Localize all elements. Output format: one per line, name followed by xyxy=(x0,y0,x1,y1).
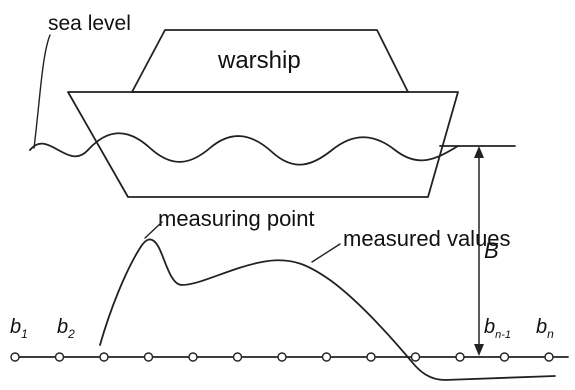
point-label-b2: b2 xyxy=(57,316,75,341)
measuring-point-marker xyxy=(54,352,65,362)
measuring-point-marker xyxy=(99,352,109,362)
measuring-point-marker xyxy=(232,352,243,362)
measuring-point-marker xyxy=(499,352,510,362)
measured-values-leader xyxy=(311,243,341,263)
measuring-point-marker xyxy=(410,352,421,362)
measured-value-curve xyxy=(99,238,556,381)
point-label-bn-1: bn-1 xyxy=(484,316,511,341)
measuring-point-marker xyxy=(10,352,20,362)
measuring-point-marker xyxy=(366,352,376,362)
sea-level-label: sea level xyxy=(48,12,131,35)
distance-arrowhead-bottom xyxy=(474,344,484,356)
measuring-point-marker xyxy=(277,352,287,362)
measured-values-label: measured values xyxy=(343,226,511,251)
sea-level-leader xyxy=(33,34,51,149)
measuring-point-leader xyxy=(144,221,163,239)
point-label-b1: b1 xyxy=(10,316,28,341)
distance-arrowhead-top xyxy=(474,146,484,158)
measuring-point-label: measuring point xyxy=(158,206,315,231)
measuring-point-marker xyxy=(188,352,198,362)
measuring-points xyxy=(10,352,554,362)
point-label-bn: bn xyxy=(536,316,554,341)
sea-level-wave xyxy=(29,132,459,166)
warship-hull xyxy=(67,91,459,198)
measuring-point-marker xyxy=(455,352,465,362)
measuring-point-marker xyxy=(544,352,554,362)
measuring-point-marker xyxy=(143,352,154,362)
measuring-point-marker xyxy=(321,352,332,362)
warship-label: warship xyxy=(217,47,301,74)
magnitude-symbol: B xyxy=(484,238,499,263)
